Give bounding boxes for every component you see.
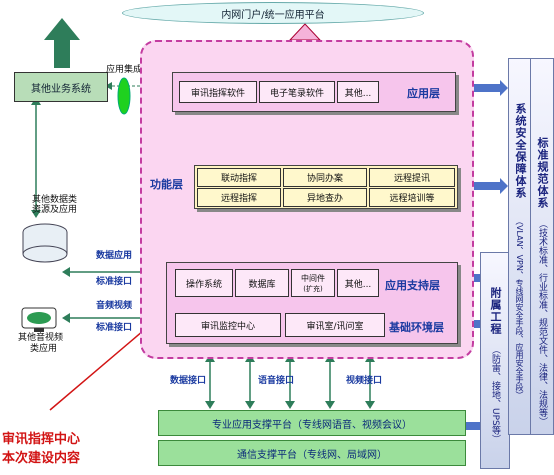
communication-platform[interactable]: 通信支撑平台（专线网、局域网）: [158, 440, 466, 466]
security-system-column[interactable]: 系统安全保障体系 （VLAN、VPN、专线网安全手段、应用安全手段）: [508, 58, 532, 435]
data-resources-line1: 其他数据类: [32, 195, 78, 205]
other-business-label: 其他业务系统: [31, 83, 91, 95]
portal-label: 内网门户/统一应用平台: [221, 9, 325, 21]
standards-title: 标准规范体系: [536, 137, 549, 209]
av-iface-line1: 音频视频: [96, 301, 133, 311]
support-item-middleware[interactable]: 中间件 (扩充): [291, 269, 335, 297]
app-integration-label: 应用集成: [106, 65, 143, 75]
infra-item-interrogation-room[interactable]: 审讯室/讯问室: [285, 313, 385, 337]
infra-item-monitor-center[interactable]: 审讯监控中心: [175, 313, 281, 337]
func-linked-command[interactable]: 联动指挥: [197, 168, 281, 187]
ancillary-title: 附属工程: [489, 287, 502, 335]
video-equipment-icon: [21, 307, 57, 332]
middleware-label: 中间件: [301, 273, 325, 283]
ancillary-sub: （防雷、接地、UPS等）: [490, 345, 500, 444]
professional-platform[interactable]: 专业应用支撑平台（专线网语音、视频会议）: [158, 410, 466, 436]
voice-interface-label: 语音接口: [258, 376, 295, 386]
func-remote-arraignment[interactable]: 远程提讯: [369, 168, 455, 187]
build-scope-line1: 审讯指挥中心: [2, 432, 81, 447]
av-apps-line1: 其他音视频: [18, 333, 64, 343]
professional-platform-label: 专业应用支撑平台（专线网语音、视频会议）: [212, 419, 412, 431]
security-sub: （VLAN、VPN、专线网安全手段、应用安全手段）: [515, 217, 524, 399]
security-title: 系统安全保障体系: [514, 103, 527, 199]
support-infra-block: 操作系统 数据库 中间件 (扩充) 其他... 应用支持层 审讯监控中心 审讯室…: [166, 262, 458, 344]
data-resources-line2: 资源及应用: [32, 205, 78, 215]
support-layer-label: 应用支持层: [385, 279, 440, 292]
communication-platform-label: 通信支撑平台（专线网、局域网）: [237, 449, 387, 461]
application-layer-label: 应用层: [407, 87, 440, 100]
func-remote-investigation[interactable]: 异地查办: [283, 188, 367, 207]
data-app-iface-line1: 数据应用: [96, 251, 133, 261]
standards-sub: （技术标准、行业标准、规范文件、法律、法规等）: [537, 219, 547, 426]
database-icon: [22, 223, 68, 263]
middleware-extension: (扩充): [303, 284, 323, 293]
portal-ellipse[interactable]: 内网门户/统一应用平台: [122, 2, 424, 24]
av-iface-line2: 标准接口: [96, 323, 133, 333]
func-remote-training[interactable]: 远程培训等: [369, 188, 455, 207]
red-pointer-line: [49, 324, 151, 411]
data-interface-label: 数据接口: [170, 376, 207, 386]
support-item-other[interactable]: 其他...: [337, 269, 379, 297]
video-interface-label: 视频接口: [346, 376, 383, 386]
function-layer-label: 功能层: [150, 178, 183, 191]
build-scope-line2: 本次建设内容: [2, 451, 81, 466]
app-item-other[interactable]: 其他...: [337, 81, 379, 103]
func-collaborative-case[interactable]: 协同办案: [283, 168, 367, 187]
app-item-interrogation-command[interactable]: 审讯指挥软件: [179, 81, 257, 103]
support-item-os[interactable]: 操作系统: [175, 269, 233, 297]
function-layer: 联动指挥 协同办案 远程提讯 远程指挥 异地查办 远程培训等: [194, 165, 458, 209]
other-business-system[interactable]: 其他业务系统: [14, 72, 108, 102]
business-up-arrow: [44, 18, 80, 68]
infra-layer-label: 基础环境层: [389, 321, 444, 334]
data-app-iface-line2: 标准接口: [96, 277, 133, 287]
func-remote-command[interactable]: 远程指挥: [197, 188, 281, 207]
ancillary-engineering-column[interactable]: 附属工程 （防雷、接地、UPS等）: [480, 252, 510, 469]
av-apps-line2: 类应用: [30, 344, 58, 354]
standards-system-column[interactable]: 标准规范体系 （技术标准、行业标准、规范文件、法律、法规等）: [530, 58, 554, 435]
integration-ellipse: [117, 77, 131, 115]
support-item-database[interactable]: 数据库: [235, 269, 289, 297]
app-item-electronic-transcript[interactable]: 电子笔录软件: [259, 81, 335, 103]
application-layer: 审讯指挥软件 电子笔录软件 其他... 应用层: [172, 72, 456, 112]
